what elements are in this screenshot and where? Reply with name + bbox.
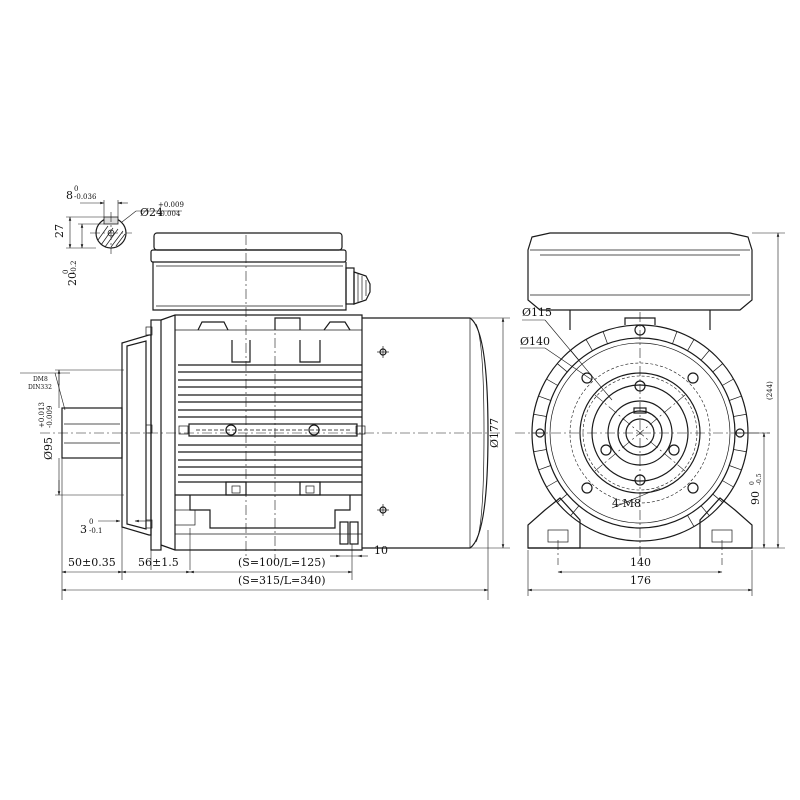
fin-line [585, 339, 593, 351]
fin-line [538, 395, 551, 401]
frame-dia-label: Ø177 [488, 418, 501, 448]
cable-gland [345, 267, 371, 305]
fin-line [722, 378, 734, 386]
fin-line [687, 339, 695, 351]
fin-line [712, 363, 723, 373]
shaft-length-label: 50±0.35 [68, 556, 116, 569]
shaft-height-lower-tol: -0.5 [756, 473, 763, 485]
flange-thickness-label: 3 [80, 523, 87, 536]
shaft-dia-upper-tol: +0.009 [158, 201, 184, 209]
fin-line [557, 363, 568, 373]
fin-line [546, 378, 558, 386]
key-height-label: 27 [53, 224, 66, 238]
keyway-depth-upper-tol: 0 [62, 270, 70, 274]
spigot-upper-tol: +0.013 [38, 402, 46, 428]
section-hatch [97, 225, 126, 248]
key-width-lower-tol: -0.036 [74, 193, 97, 201]
fin-line [570, 505, 580, 516]
flange-pcd-label: Ø140 [520, 335, 550, 348]
shaft-section-detail: 8 0 -0.036 Ø24 +0.009 -0.004 27 20 0 -0.… [53, 185, 184, 286]
flange [121, 319, 162, 551]
fin-line [712, 493, 723, 503]
cooling-fins [178, 364, 362, 483]
tapped-holes-label: 4-M8 [612, 497, 641, 510]
key-width-upper-tol: 0 [74, 185, 78, 193]
fin-line [538, 465, 551, 471]
center-hole-din: DIN332 [28, 384, 52, 391]
fin-line [729, 395, 742, 401]
flange-holes [535, 372, 745, 494]
fin-line [546, 480, 558, 488]
spigot-lower-tol: -0.009 [46, 406, 54, 428]
end-foot-width-label: 176 [630, 574, 651, 587]
shaft-height-label: 90 [749, 491, 762, 505]
fin-line [533, 449, 547, 453]
shoulder-to-foot-label: 56±1.5 [138, 556, 179, 569]
top-lugs [197, 317, 351, 363]
foot [174, 481, 362, 545]
spigot-dia-label: Ø95 [42, 437, 55, 460]
end-terminal-box [527, 232, 753, 330]
fin-line [602, 331, 608, 344]
fin-line [533, 413, 547, 417]
fin-line [733, 413, 747, 417]
center-hole-std: DM8 [33, 376, 48, 383]
motor-body [160, 314, 363, 551]
keyway-depth-label: 20 [66, 272, 79, 286]
spigot-pcd-label: Ø115 [522, 306, 552, 319]
foot-hole-spacing-label: (S=100/L=125) [238, 556, 326, 569]
overall-height-label: (244) [766, 381, 774, 400]
fan-cover [362, 317, 489, 549]
fin-line [672, 331, 678, 344]
shaft-dia-lower-tol: -0.004 [158, 210, 181, 218]
fin-line [700, 350, 710, 361]
fin-line [557, 493, 568, 503]
side-view: DM8 DIN332 Ø95 +0.013 -0.009 3 0 -0.1 50… [20, 232, 510, 600]
nameplate-rail [178, 423, 366, 437]
end-view: Ø115 Ø140 4-M8 (244) 90 0 -0.5 140 176 [515, 232, 785, 596]
fin-line [733, 449, 747, 453]
keyway-depth-lower-tol: -0.2 [70, 261, 78, 275]
fan-cover-bolts [377, 346, 389, 516]
key-width-label: 8 [66, 189, 73, 202]
fin-line [722, 480, 734, 488]
overall-length-label: (S=315/L=340) [238, 574, 326, 587]
fin-line [687, 515, 695, 527]
fin-line [700, 505, 710, 516]
terminal-box [150, 232, 347, 311]
shaft-dia-label: Ø24 [140, 206, 163, 219]
foot-hole-dia-label: 10 [374, 544, 388, 557]
end-foot-spacing-label: 140 [630, 556, 651, 569]
flange-thickness-upper-tol: 0 [89, 518, 93, 526]
shaft-height-upper-tol: 0 [749, 481, 756, 485]
flange-thickness-lower-tol: -0.1 [89, 527, 103, 535]
fin-line [729, 465, 742, 471]
